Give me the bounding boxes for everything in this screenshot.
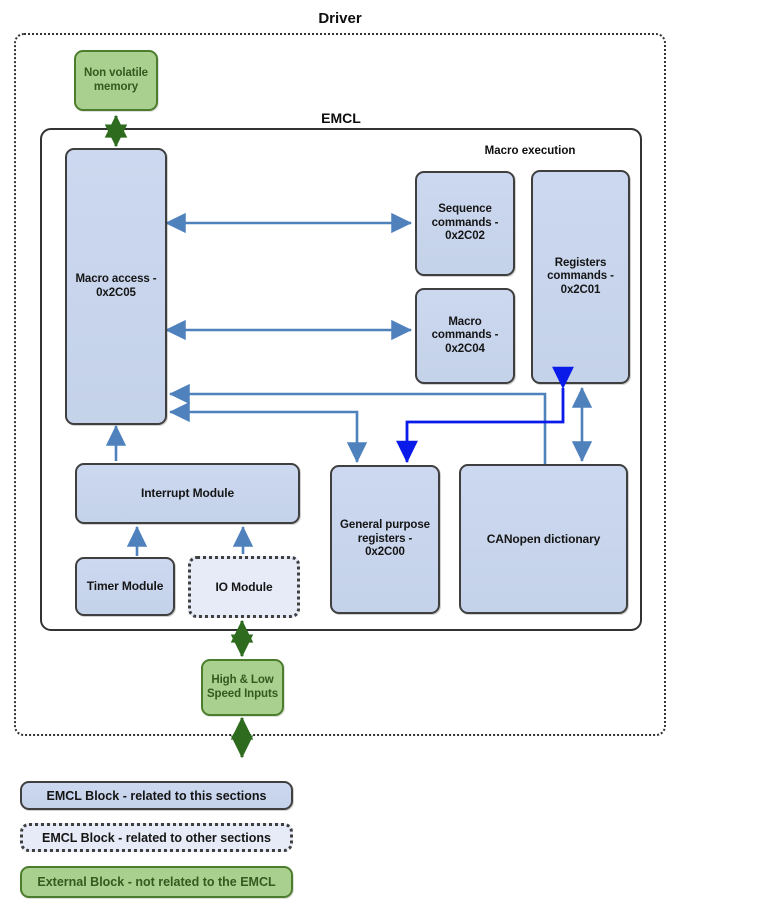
block-interrupt-module[interactable]: Interrupt Module [75, 463, 300, 524]
legend-label-emcl-this-section: EMCL Block - related to this sections [46, 788, 267, 803]
driver-title: Driver [318, 10, 362, 27]
emcl-title: EMCL [321, 110, 361, 126]
block-canopen-dictionary[interactable]: CANopen dictionary [459, 464, 628, 614]
driver-container [14, 33, 666, 736]
block-label-canopen-dictionary: CANopen dictionary [486, 531, 601, 546]
block-label-macro-access: Macro access -0x2C05 [75, 272, 157, 299]
legend-item-emcl-other-section: EMCL Block - related to other sections [20, 823, 293, 852]
block-label-timer-module: Timer Module [86, 579, 164, 594]
legend-item-emcl-this-section: EMCL Block - related to this sections [20, 781, 293, 810]
block-io-module[interactable]: IO Module [188, 556, 300, 618]
block-label-io-module: IO Module [215, 579, 273, 594]
block-label-interrupt-module: Interrupt Module [140, 486, 235, 501]
macro-execution-label: Macro execution [484, 145, 576, 157]
legend-label-external-block: External Block - not related to the EMCL [37, 875, 276, 889]
block-timer-module[interactable]: Timer Module [75, 557, 175, 616]
legend-label-emcl-other-section: EMCL Block - related to other sections [42, 830, 271, 845]
legend-item-external-block: External Block - not related to the EMCL [20, 866, 293, 898]
block-macro-access[interactable]: Macro access -0x2C05 [65, 148, 167, 425]
